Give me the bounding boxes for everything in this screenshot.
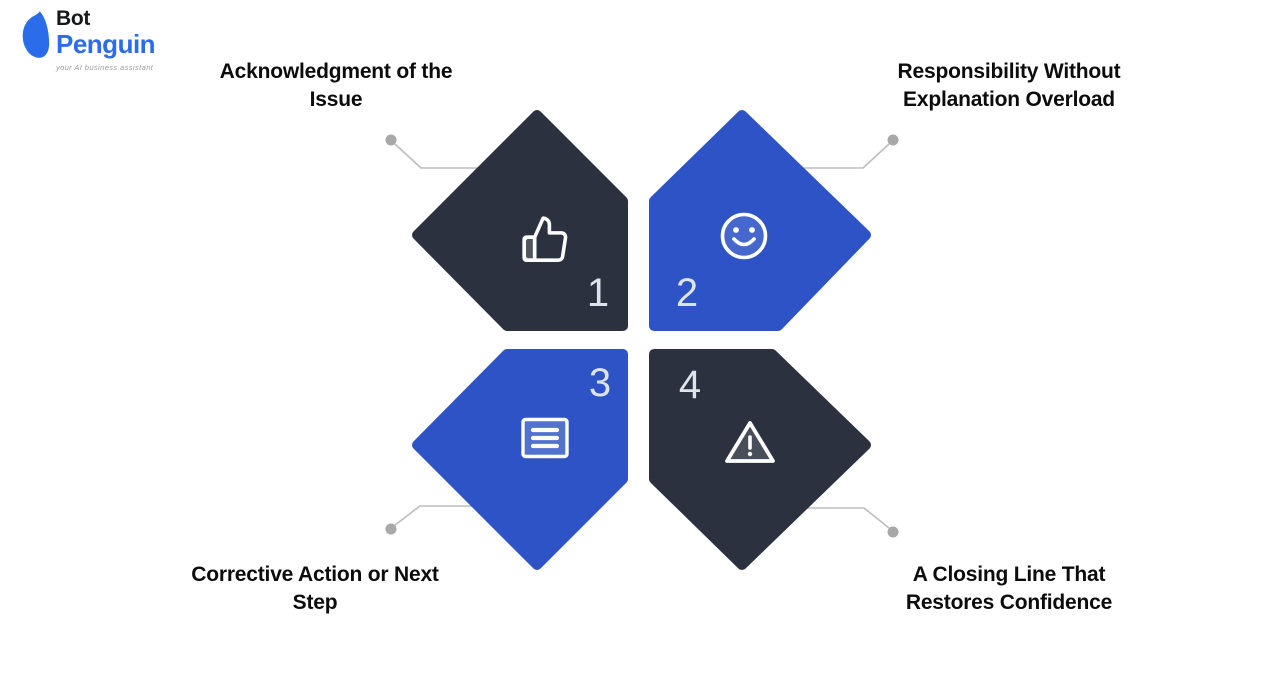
step-1-label-line-2: Issue [309,88,363,111]
connector-dot [887,134,899,146]
step-1-shape [412,110,628,331]
step-2-number: 2 [675,271,699,315]
step-4-number: 4 [678,363,702,407]
step-4-label-line-2: Restores Confidence [905,591,1113,614]
connector-top-right [795,134,899,169]
penguin-icon [22,11,50,58]
step-2-label: Responsibility Without Explanation Overl… [869,58,1149,114]
connector-top-left [385,134,484,169]
step-4-label: A Closing Line That Restores Confidence [869,561,1149,617]
logo-text-penguin: Penguin [56,29,156,59]
connector-dot [385,134,397,146]
botpenguin-logo: Bot Penguin your AI business assistant [18,7,156,72]
warning-triangle-icon [725,421,775,463]
step-2-label-line-2: Explanation Overload [903,88,1115,111]
connector-dot [385,523,397,535]
logo-tagline: your AI business assistant [56,63,154,72]
logo-text-bot: Bot [56,7,91,30]
connector-dot [887,526,899,538]
connector-bottom-right [801,507,899,538]
step-1-number: 1 [586,271,610,315]
step-3-label: Corrective Action or Next Step [175,561,455,617]
smiley-face-icon [720,212,768,260]
step-3-label-line-1: Corrective Action or Next [191,563,439,586]
step-2-label-line-1: Responsibility Without [897,60,1121,83]
list-lines-icon [521,417,569,459]
connector-bottom-left [385,505,481,535]
step-3-number: 3 [588,361,612,405]
step-1-label-line-1: Acknowledgment of the [219,60,453,83]
thumbs-up-icon [522,216,568,262]
step-1-label: Acknowledgment of the Issue [196,58,476,114]
step-3-shape [412,349,628,570]
step-3-label-line-2: Step [292,591,338,614]
step-4-label-line-1: A Closing Line That [912,563,1106,586]
